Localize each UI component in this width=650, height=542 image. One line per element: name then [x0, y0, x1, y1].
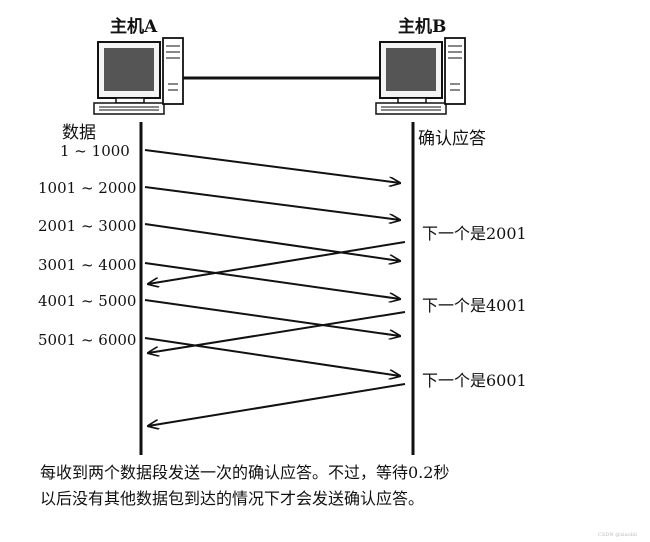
segment-arrow-6 [144, 337, 400, 376]
host-b-label: 主机B [398, 17, 447, 37]
ack-label-1: 下一个是2001 [422, 224, 527, 243]
segment-arrow-4 [144, 262, 400, 299]
ack-label-3: 下一个是6001 [422, 371, 527, 390]
caption-line-1: 每收到两个数据段发送一次的确认应答。不过，等待0.2秒 [40, 463, 450, 482]
segment-label-4: 3001 ~ 4000 [38, 256, 137, 274]
ack-arrow-2 [148, 311, 406, 353]
ack-arrow-3 [148, 383, 406, 426]
computer-b-icon [375, 37, 466, 115]
computer-a-icon [93, 37, 184, 115]
host-a-label: 主机A [110, 17, 158, 37]
ack-arrow-1 [148, 241, 406, 284]
caption: 每收到两个数据段发送一次的确认应答。不过，等待0.2秒 以后没有其他数据包到达的… [40, 460, 449, 512]
segment-arrow-5 [144, 299, 400, 336]
ack-label-2: 下一个是4001 [422, 296, 527, 315]
segment-arrow-3 [144, 223, 400, 261]
segment-label-6: 5001 ~ 6000 [38, 331, 137, 349]
segment-arrow-1 [144, 149, 400, 183]
caption-line-2: 以后没有其他数据包到达的情况下才会发送确认应答。 [40, 489, 425, 508]
segment-label-1: 1 ~ 1000 [60, 142, 130, 160]
segment-arrow-2 [144, 186, 400, 220]
segment-label-5: 4001 ~ 5000 [38, 292, 137, 310]
ack-heading: 确认应答 [418, 129, 486, 149]
segment-label-3: 2001 ~ 3000 [38, 217, 137, 235]
data-heading: 数据 [62, 123, 96, 143]
segment-label-2: 1001 ~ 2000 [38, 179, 137, 197]
watermark: CSDN @xiaolili [598, 532, 638, 538]
